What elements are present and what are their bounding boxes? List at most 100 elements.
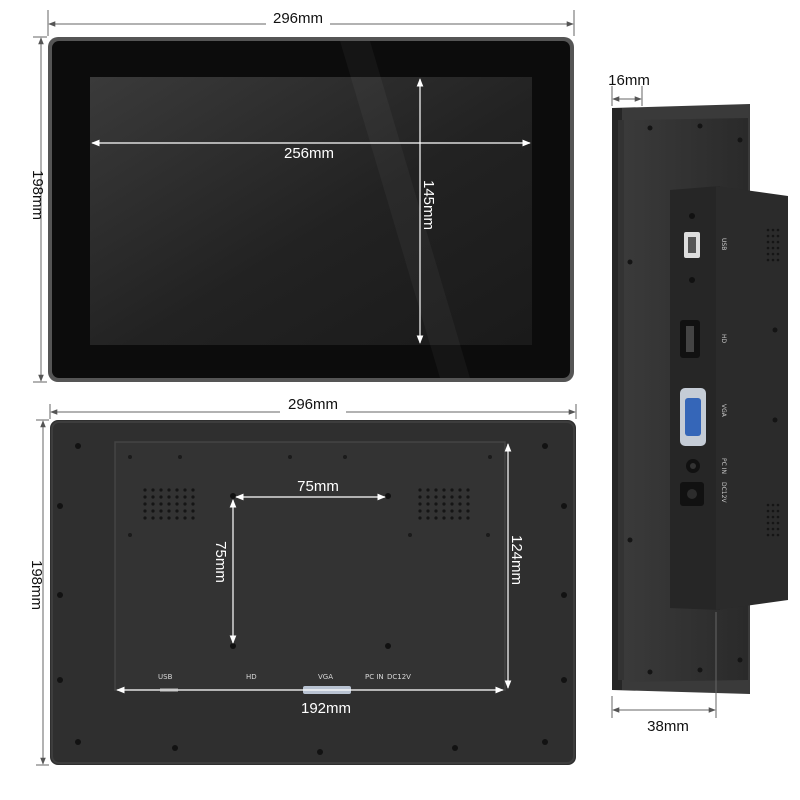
vent-hole	[766, 234, 770, 238]
vesa-vertical-dimension: 75mm	[212, 499, 237, 644]
vent-hole	[776, 503, 780, 507]
panel-screws	[128, 455, 492, 537]
vent-hole	[426, 495, 430, 499]
side-usb-label: USB	[720, 238, 727, 250]
back-view: USB HD VGA PC IN DC12V	[50, 420, 576, 765]
vent-hole	[450, 502, 454, 506]
vent-hole	[466, 516, 470, 520]
screw-icon	[75, 739, 81, 745]
vent-hole	[175, 502, 179, 506]
vent-hole	[766, 258, 770, 262]
vent-hole	[167, 516, 171, 520]
vent-hole	[143, 502, 147, 506]
vent-hole	[418, 516, 422, 520]
vent-hole	[466, 495, 470, 499]
vent-hole	[771, 240, 775, 244]
screw-icon	[627, 537, 633, 543]
vent-hole	[167, 495, 171, 499]
screw-icon	[772, 417, 778, 423]
vesa-horizontal-label: 75mm	[297, 478, 339, 495]
screw-icon	[75, 443, 81, 449]
vent-hole	[418, 495, 422, 499]
screw-icon	[561, 677, 567, 683]
screw-icon	[317, 749, 323, 755]
panel-width-dimension: 192mm	[116, 686, 504, 717]
vent-hole	[426, 488, 430, 492]
back-dc-label: DC12V	[387, 673, 411, 681]
vent-hole	[418, 509, 422, 513]
screw-icon	[542, 739, 548, 745]
vent-hole	[159, 509, 163, 513]
screw-icon	[488, 455, 492, 459]
screen-height-label: 145mm	[420, 180, 437, 230]
vent-hole	[766, 521, 770, 525]
screen-reflection	[340, 41, 470, 378]
vent-hole	[143, 516, 147, 520]
vent-hole	[159, 495, 163, 499]
vent-hole	[143, 495, 147, 499]
back-width-dimension: 296mm	[49, 396, 577, 419]
vesa-vertical-label: 75mm	[212, 541, 229, 583]
screw-icon	[542, 443, 548, 449]
vent-hole	[776, 515, 780, 519]
vent-hole	[159, 516, 163, 520]
side-screws	[627, 123, 778, 675]
vesa-hole	[230, 643, 236, 649]
side-vents	[766, 228, 780, 537]
vent-hole	[191, 509, 195, 513]
vent-hole	[434, 516, 438, 520]
vent-hole	[434, 488, 438, 492]
screen-width-label: 256mm	[284, 145, 334, 162]
vent-hole	[771, 228, 775, 232]
vent-hole	[167, 509, 171, 513]
vent-hole	[776, 533, 780, 537]
vent-hole	[776, 240, 780, 244]
vent-hole	[442, 488, 446, 492]
side-hd-label: HD	[720, 334, 727, 344]
vent-hole	[418, 502, 422, 506]
vent-hole	[183, 516, 187, 520]
screw-icon	[172, 745, 178, 751]
vent-hole	[175, 509, 179, 513]
vent-hole	[766, 509, 770, 513]
left-vent	[143, 488, 195, 520]
screw-icon	[57, 677, 63, 683]
vent-hole	[151, 509, 155, 513]
vent-hole	[442, 495, 446, 499]
side-dc-label: DC12V	[720, 482, 727, 503]
vent-hole	[426, 509, 430, 513]
vent-hole	[771, 527, 775, 531]
side-screw-icon	[689, 213, 695, 219]
vent-hole	[191, 502, 195, 506]
vent-hole	[175, 516, 179, 520]
vent-hole	[776, 252, 780, 256]
bezel-depth-label: 16mm	[608, 72, 650, 89]
total-depth-dimension: 38mm	[611, 612, 717, 735]
vent-hole	[167, 488, 171, 492]
vent-hole	[466, 502, 470, 506]
vent-hole	[434, 509, 438, 513]
front-width-dimension: 296mm	[47, 10, 575, 36]
vent-hole	[442, 509, 446, 513]
vent-hole	[183, 488, 187, 492]
vent-hole	[426, 516, 430, 520]
front-view	[48, 37, 574, 382]
screw-icon	[647, 669, 653, 675]
vent-hole	[450, 516, 454, 520]
vesa-hole	[230, 493, 236, 499]
vent-hole	[458, 509, 462, 513]
front-screen	[90, 77, 532, 345]
vent-hole	[766, 228, 770, 232]
vent-hole	[766, 246, 770, 250]
vent-hole	[191, 516, 195, 520]
vent-hole	[771, 509, 775, 513]
vent-hole	[151, 488, 155, 492]
right-vent	[418, 488, 470, 520]
side-vga-label: VGA	[720, 404, 727, 418]
vent-hole	[458, 495, 462, 499]
vent-hole	[159, 488, 163, 492]
vent-hole	[151, 502, 155, 506]
screw-icon	[697, 123, 703, 129]
back-vga-label: VGA	[318, 673, 333, 681]
vent-hole	[776, 527, 780, 531]
